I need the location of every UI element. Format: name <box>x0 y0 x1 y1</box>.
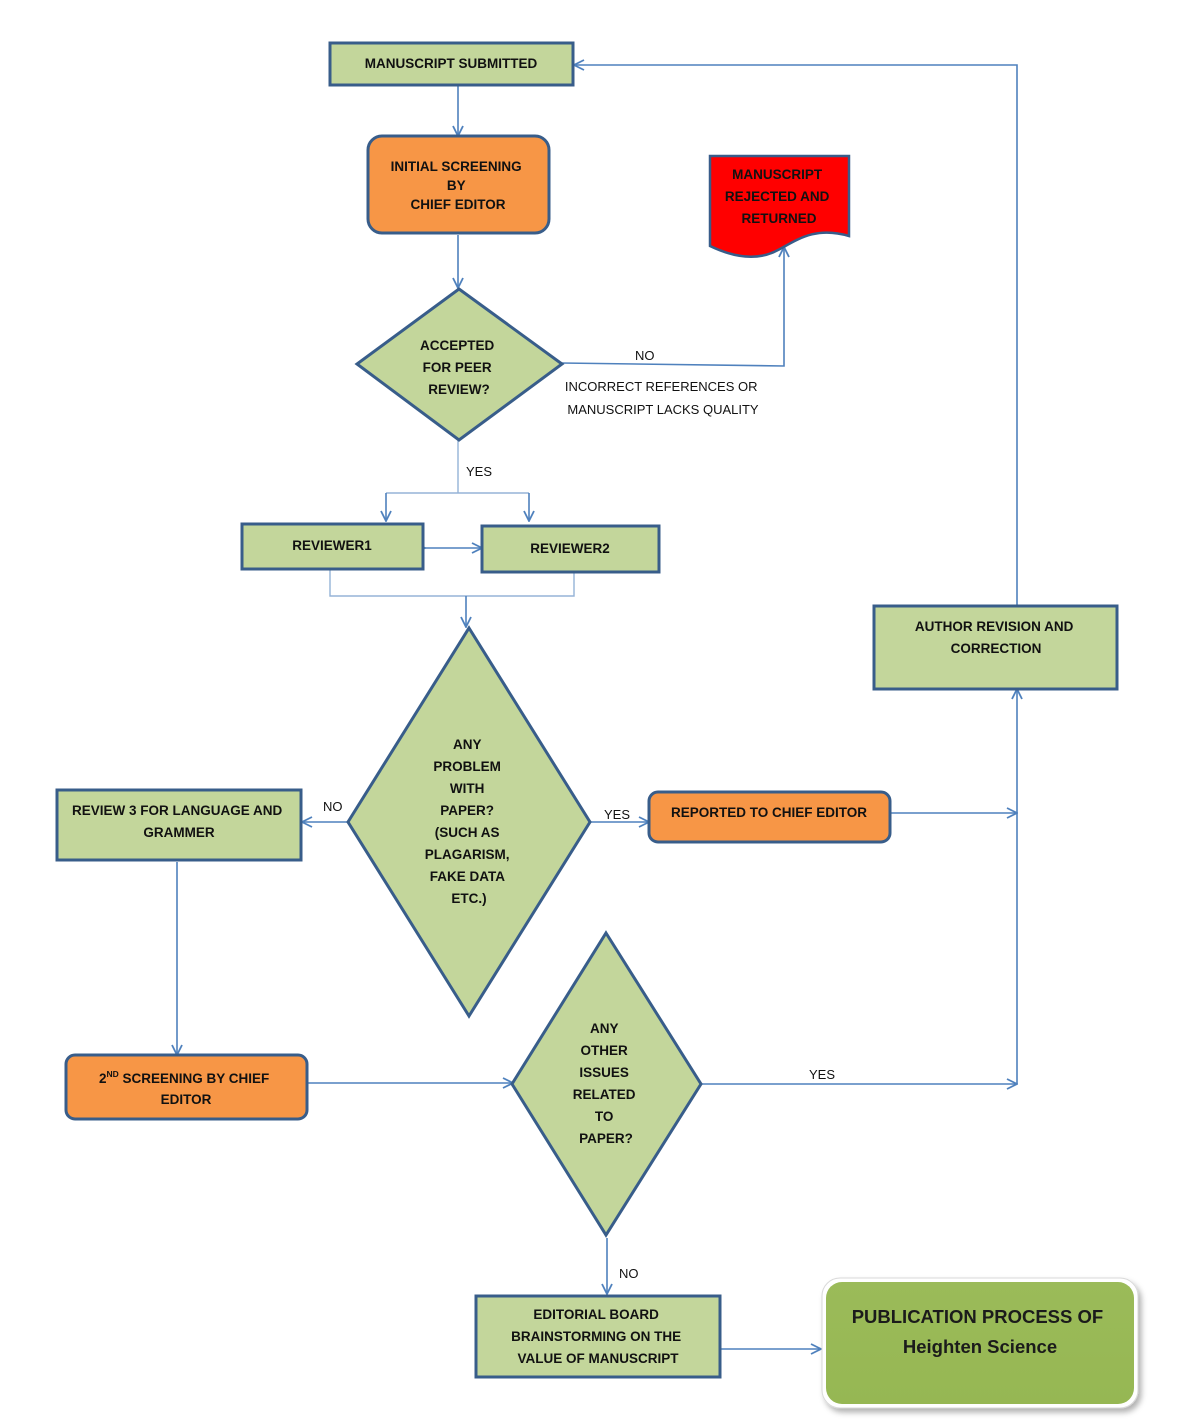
second-screening-box: 2ND SCREENING BY CHIEF EDITOR <box>64 1053 309 1121</box>
edge-label-no-editorial: NO <box>619 1266 639 1281</box>
reviewer1-shape <box>240 522 425 571</box>
manuscript-submitted-box: MANUSCRIPT SUBMITTED <box>328 41 575 87</box>
publication-title-box: PUBLICATION PROCESS OF Heighten Science <box>821 1277 1139 1409</box>
initial-screening-box: INITIAL SCREENING BY CHIEF EDITOR <box>366 134 551 235</box>
author-revision-box: AUTHOR REVISION AND CORRECTION <box>872 604 1119 691</box>
second-screening-label: 2ND SCREENING BY CHIEF EDITOR <box>99 1069 273 1107</box>
manuscript-submitted-shape <box>328 41 575 87</box>
accepted-decision-label: ACCEPTED FOR PEER REVIEW? <box>420 338 498 397</box>
edge-label-reject-reason: INCORRECT REFERENCES OR MANUSCRIPT LACKS… <box>565 379 761 417</box>
manuscript-rejected-label: MANUSCRIPT REJECTED AND RETURNED <box>725 167 833 226</box>
accepted-decision-diamond: ACCEPTED FOR PEER REVIEW? <box>354 287 565 442</box>
connector-revision-to-submitted <box>575 65 1018 605</box>
reviewer2-shape <box>480 524 661 574</box>
other-issues-shape <box>510 930 703 1238</box>
manuscript-rejected-box: MANUSCRIPT REJECTED AND RETURNED <box>708 154 851 259</box>
reviewer2-box: REVIEWER2 <box>480 524 661 574</box>
reviewer2-label: REVIEWER2 <box>530 541 610 556</box>
editorial-board-shape <box>474 1294 722 1379</box>
problem-decision-label: ANY PROBLEM WITH PAPER? (SUCH AS PLAGARI… <box>425 737 514 906</box>
connector-decision-yes-split <box>386 440 529 494</box>
connectors <box>177 65 1017 1349</box>
publication-title-shape <box>826 1282 1134 1404</box>
edge-labels: NO INCORRECT REFERENCES OR MANUSCRIPT LA… <box>323 348 835 1281</box>
reported-label: REPORTED TO CHIEF EDITOR <box>671 805 867 820</box>
other-issues-diamond: ANY OTHER ISSUES RELATED TO PAPER? <box>510 930 703 1238</box>
author-revision-label: AUTHOR REVISION AND CORRECTION <box>915 619 1077 656</box>
problem-decision-shape <box>346 625 592 1019</box>
problem-decision-diamond: ANY PROBLEM WITH PAPER? (SUCH AS PLAGARI… <box>346 625 592 1019</box>
manuscript-submitted-label: MANUSCRIPT SUBMITTED <box>365 56 538 71</box>
publication-title-label: PUBLICATION PROCESS OF Heighten Science <box>852 1306 1109 1357</box>
initial-screening-shape <box>366 134 551 235</box>
editorial-board-label: EDITORIAL BOARD BRAINSTORMING ON THE VAL… <box>511 1307 685 1366</box>
connector-decision-to-rejected <box>560 248 784 367</box>
other-issues-label: ANY OTHER ISSUES RELATED TO PAPER? <box>573 1021 640 1146</box>
review3-shape <box>55 788 303 862</box>
edge-label-yes-review: YES <box>466 464 492 479</box>
second-screening-shape <box>64 1053 309 1121</box>
initial-screening-label: INITIAL SCREENING BY CHIEF EDITOR <box>391 159 526 212</box>
edge-label-yes-other: YES <box>809 1067 835 1082</box>
connector-reviewers-merge <box>329 570 575 597</box>
accepted-decision-shape <box>354 287 565 442</box>
reviewer1-label: REVIEWER1 <box>292 538 372 553</box>
edge-label-no-reject: NO <box>635 348 655 363</box>
reported-shape <box>647 790 892 844</box>
reviewer1-box: REVIEWER1 <box>240 522 425 571</box>
review3-label: REVIEW 3 FOR LANGUAGE AND GRAMMER <box>72 803 286 840</box>
author-revision-shape <box>872 604 1119 691</box>
edge-label-yes-reported: YES <box>604 807 630 822</box>
review3-box: REVIEW 3 FOR LANGUAGE AND GRAMMER <box>55 788 303 862</box>
editorial-board-box: EDITORIAL BOARD BRAINSTORMING ON THE VAL… <box>474 1294 722 1379</box>
reported-box: REPORTED TO CHIEF EDITOR <box>647 790 892 844</box>
edge-label-no-review3: NO <box>323 799 343 814</box>
manuscript-rejected-shape <box>708 154 851 259</box>
